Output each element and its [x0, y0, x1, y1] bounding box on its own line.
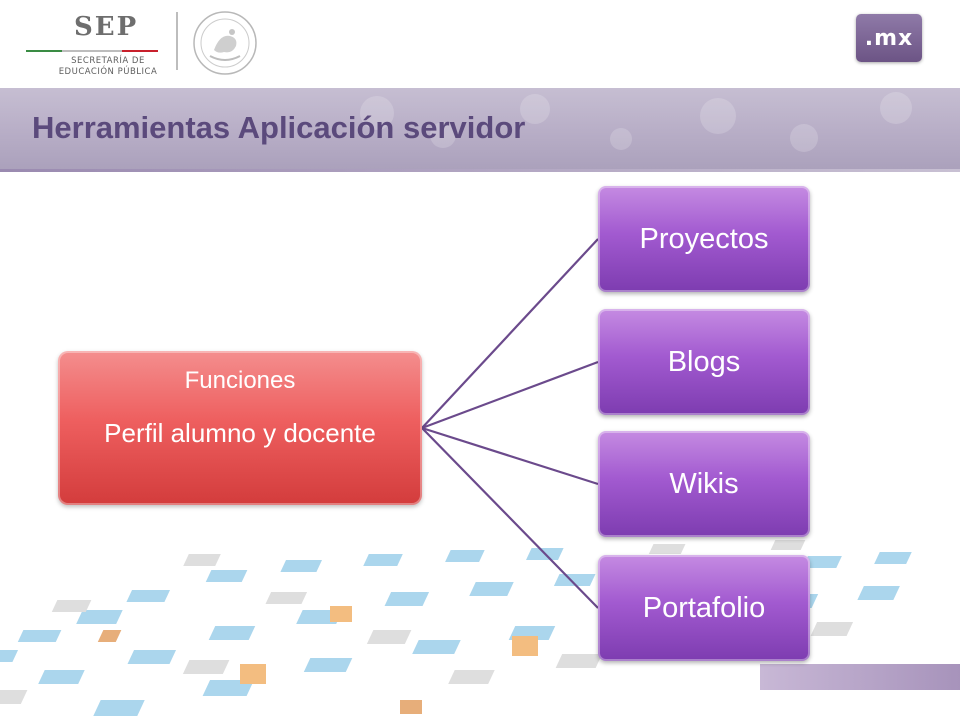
title-band: Herramientas Aplicación servidor: [0, 88, 960, 172]
root-node-heading: Funciones: [184, 367, 296, 394]
sep-logo-line2: EDUCACIÓN PÚBLICA: [58, 67, 158, 77]
page-title: Herramientas Aplicación servidor: [32, 110, 526, 145]
node-portafolio: Portafolio: [598, 555, 810, 661]
band-decoration: [700, 98, 736, 134]
mx-logo: .mx: [856, 14, 922, 62]
decorative-tiles: [0, 540, 912, 716]
connector-proyectos: [421, 238, 599, 429]
slide-header: SEP SECRETARÍA DE EDUCACIÓN PÚBLICA .mx: [0, 0, 960, 88]
sep-logo-line1: SECRETARÍA DE: [71, 56, 145, 66]
node-proyectos: Proyectos: [598, 186, 810, 292]
logo-stripe-red: [122, 50, 158, 52]
header-divider: [176, 12, 178, 70]
root-node-text: Perfil alumno y docente: [104, 418, 376, 448]
band-decoration: [610, 128, 632, 150]
logo-stripe-white: [62, 50, 122, 52]
band-decoration: [430, 122, 456, 148]
accent-strip: [760, 664, 960, 690]
sep-logo-name: SEP: [74, 12, 139, 42]
band-decoration: [790, 124, 818, 152]
connector-wikis: [421, 426, 599, 486]
root-node: Funciones Perfil alumno y docente: [58, 351, 422, 505]
band-decoration: [880, 92, 912, 124]
sep-logo: SEP SECRETARÍA DE EDUCACIÓN PÚBLICA: [20, 10, 170, 77]
node-wikis: Wikis: [598, 431, 810, 537]
connector-blogs: [421, 360, 599, 430]
band-decoration: [360, 96, 394, 130]
national-seal-icon: [193, 11, 257, 75]
logo-stripe-green: [26, 50, 62, 52]
band-decoration: [520, 94, 550, 124]
node-blogs: Blogs: [598, 309, 810, 415]
